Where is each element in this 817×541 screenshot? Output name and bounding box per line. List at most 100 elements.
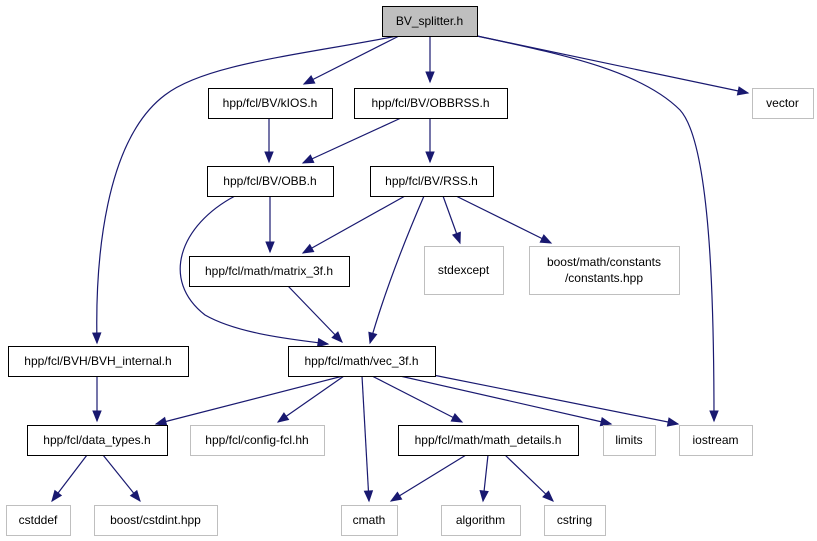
node-box[interactable]: [189, 256, 350, 287]
edge-math_details-to-cmath: [389, 454, 467, 502]
node-cstdint[interactable]: boost/cstdint.hpp: [94, 505, 218, 536]
node-data_types[interactable]: hpp/fcl/data_types.h: [27, 425, 168, 456]
node-box[interactable]: [354, 88, 508, 119]
arrowhead-icon: [425, 151, 435, 164]
edge-rss-to-vec_3f: [368, 195, 425, 345]
node-stdexcept[interactable]: stdexcept: [424, 246, 504, 295]
arrowhead-icon: [331, 331, 343, 343]
node-box[interactable]: [544, 505, 606, 536]
arrowhead-icon: [363, 490, 374, 503]
arrowhead-icon: [301, 154, 315, 164]
node-kios[interactable]: hpp/fcl/BV/kIOS.h: [208, 88, 333, 119]
node-box[interactable]: [679, 425, 753, 456]
edge-line: [277, 375, 345, 423]
node-label: hpp/fcl/config-fcl.hh: [205, 433, 308, 447]
node-label: cstddef: [19, 513, 58, 527]
arrowhead-icon: [265, 241, 275, 254]
edge-line: [361, 375, 370, 502]
node-cstddef[interactable]: cstddef: [6, 505, 71, 536]
node-label: hpp/fcl/BV/kIOS.h: [223, 96, 318, 110]
node-label: BV_splitter.h: [396, 14, 463, 28]
node-box[interactable]: [288, 346, 436, 377]
node-box[interactable]: [207, 166, 334, 197]
arrowhead-icon: [316, 337, 330, 348]
edge-obb-to-vec_3f: [179, 195, 330, 348]
node-bv_splitter[interactable]: BV_splitter.h: [382, 6, 478, 37]
node-config_fcl[interactable]: hpp/fcl/config-fcl.hh: [190, 425, 325, 456]
node-box[interactable]: [94, 505, 218, 536]
arrowhead-icon: [666, 417, 680, 427]
node-box[interactable]: [8, 346, 189, 377]
node-box[interactable]: [441, 505, 521, 536]
node-obbrss[interactable]: hpp/fcl/BV/OBBRSS.h: [354, 88, 508, 119]
arrowhead-icon: [154, 416, 168, 426]
edge-bv_splitter-to-obbrss: [425, 36, 435, 84]
node-rss[interactable]: hpp/fcl/BV/RSS.h: [370, 166, 494, 197]
node-label: hpp/fcl/BVH/BVH_internal.h: [24, 354, 171, 368]
node-label: cmath: [353, 513, 386, 527]
node-matrix_3f[interactable]: hpp/fcl/math/matrix_3f.h: [189, 256, 350, 287]
edge-vec_3f-to-limits: [399, 375, 613, 427]
node-limits[interactable]: limits: [603, 425, 656, 456]
edge-line: [476, 35, 715, 422]
node-algorithm[interactable]: algorithm: [441, 505, 521, 536]
edge-line: [371, 375, 463, 423]
arrowhead-icon: [450, 413, 464, 423]
arrowhead-icon: [736, 86, 750, 96]
arrowhead-icon: [425, 71, 435, 84]
node-box[interactable]: [529, 246, 680, 295]
node-iostream[interactable]: iostream: [679, 425, 753, 456]
arrowhead-icon: [368, 331, 378, 345]
node-label: vector: [766, 96, 799, 110]
node-math_details[interactable]: hpp/fcl/math/math_details.h: [398, 425, 579, 456]
node-constants[interactable]: boost/math/constants/constants.hpp: [529, 246, 680, 295]
edge-line: [369, 195, 425, 344]
edge-obbrss-to-rss: [425, 118, 435, 164]
edge-vec_3f-to-cmath: [361, 375, 374, 503]
edge-rss-to-constants: [455, 195, 553, 244]
arrowhead-icon: [539, 234, 553, 244]
arrowhead-icon: [389, 491, 403, 502]
edge-rss-to-stdexcept: [442, 195, 461, 245]
node-box[interactable]: [398, 425, 579, 456]
arrowhead-icon: [129, 489, 141, 503]
arrowhead-icon: [451, 231, 461, 245]
node-box[interactable]: [382, 6, 478, 37]
edge-line: [155, 375, 344, 425]
nodes-layer: BV_splitter.h hpp/fcl/BV/kIOS.h hpp/fcl/BV…: [6, 6, 814, 536]
node-label: boost/math/constants: [547, 255, 661, 269]
edge-bv_splitter-to-kios: [302, 35, 400, 85]
node-vector[interactable]: vector: [752, 88, 814, 119]
node-cstring[interactable]: cstring: [544, 505, 606, 536]
edge-vec_3f-to-iostream: [432, 374, 680, 427]
edge-line: [432, 374, 679, 425]
node-bvh_internal[interactable]: hpp/fcl/BVH/BVH_internal.h: [8, 346, 189, 377]
node-cmath[interactable]: cmath: [341, 505, 398, 536]
node-box[interactable]: [6, 505, 71, 536]
arrowhead-icon: [301, 243, 315, 254]
node-box[interactable]: [424, 246, 504, 295]
node-box[interactable]: [27, 425, 168, 456]
node-box[interactable]: [208, 88, 333, 119]
node-box[interactable]: [752, 88, 814, 119]
node-obb[interactable]: hpp/fcl/BV/OBB.h: [207, 166, 334, 197]
edge-bv_splitter-to-bvh_internal: [92, 35, 398, 345]
node-box[interactable]: [603, 425, 656, 456]
edge-bv_splitter-to-iostream: [476, 35, 719, 423]
edge-line: [504, 454, 554, 502]
arrowhead-icon: [276, 412, 290, 423]
node-box[interactable]: [370, 166, 494, 197]
edge-line: [302, 195, 406, 254]
edge-math_details-to-algorithm: [479, 454, 489, 503]
node-label: hpp/fcl/math/matrix_3f.h: [205, 264, 333, 278]
node-label: hpp/fcl/BV/OBBRSS.h: [371, 96, 489, 110]
arrowhead-icon: [92, 410, 102, 423]
node-box[interactable]: [341, 505, 398, 536]
node-box[interactable]: [190, 425, 325, 456]
edge-line: [390, 454, 467, 502]
node-vec_3f[interactable]: hpp/fcl/math/vec_3f.h: [288, 346, 436, 377]
node-label: hpp/fcl/BV/RSS.h: [385, 174, 478, 188]
node-label: iostream: [692, 433, 738, 447]
edge-vec_3f-to-data_types: [154, 375, 344, 426]
